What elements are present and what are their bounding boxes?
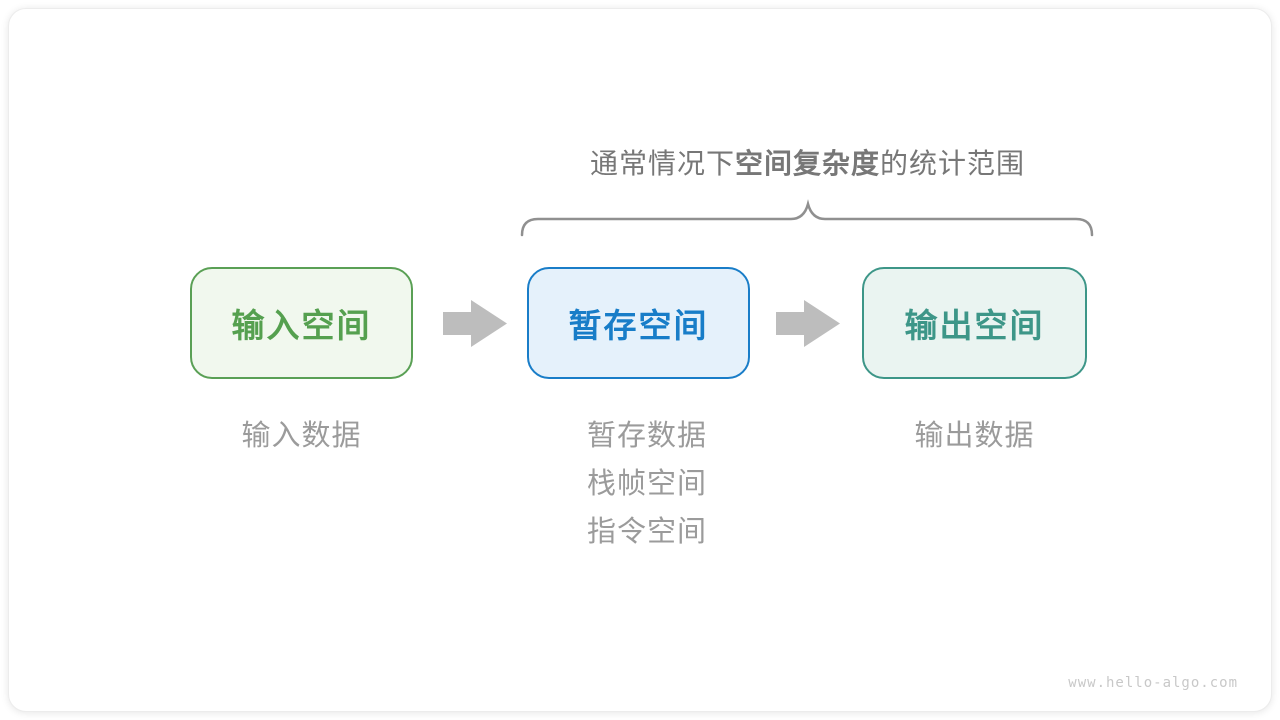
arrow-right-icon [776, 300, 840, 347]
node-output-space-label: 输出空间 [904, 307, 1045, 344]
title-suffix: 的统计范围 [880, 148, 1026, 179]
annotation-temp-data: 暂存数据 [587, 420, 708, 452]
scope-brace [520, 199, 1094, 237]
annotation-input-data: 输入数据 [241, 420, 362, 452]
node-input-space-label: 输入空间 [231, 307, 372, 344]
node-input-space: 输入空间 [190, 267, 413, 379]
node-temp-space: 暂存空间 [527, 267, 750, 379]
annotation-stack-frame-space: 栈帧空间 [587, 468, 708, 500]
title-prefix: 通常情况下 [589, 148, 735, 179]
node-output-space: 输出空间 [862, 267, 1087, 379]
annotation-output-data: 输出数据 [914, 420, 1035, 452]
title-bold-term: 空间复杂度 [734, 148, 880, 179]
node-temp-space-label: 暂存空间 [568, 307, 709, 344]
annotation-temp-list: 暂存数据 栈帧空间 指令空间 [587, 412, 707, 556]
annotation-instruction-space: 指令空间 [587, 516, 708, 548]
arrow-right-icon [443, 300, 507, 347]
figure-title: 通常情况下空间复杂度的统计范围 [515, 142, 1100, 182]
watermark-url: www.hello-algo.com [1068, 675, 1238, 691]
